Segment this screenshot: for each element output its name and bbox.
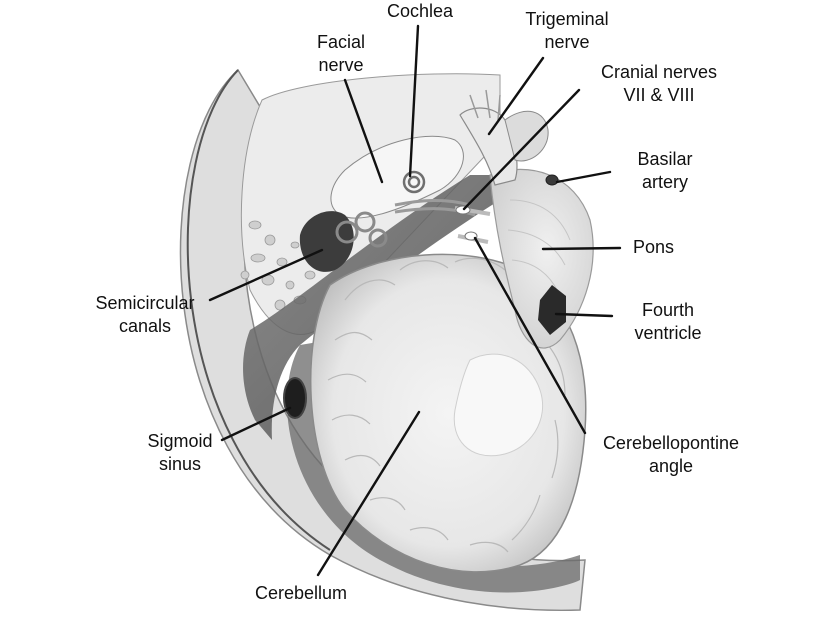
label-trigeminal-nerve-line-1: Trigeminal [525, 9, 609, 29]
label-cerebellopontine-angle: Cerebellopontine angle [585, 432, 757, 478]
leader-facial-nerve [343, 78, 384, 184]
cerebellar-folia [327, 257, 566, 553]
label-cranial-nerves-line-2: VII & VIII [623, 85, 695, 105]
label-cerebellum: Cerebellum [245, 582, 357, 605]
label-basilar-artery-line-2: artery [641, 172, 688, 192]
leader-cerebellum [316, 410, 421, 577]
label-basilar-artery-line-1: Basilar [637, 149, 693, 169]
sigmoid-sinus-shape [283, 377, 307, 419]
leader-sigmoid [220, 406, 292, 442]
semicircular-canals-shape [335, 211, 388, 248]
label-semicircular-canals-line-2: canals [118, 316, 172, 336]
leader-cerebellopontine [473, 236, 587, 435]
label-cochlea-line-1: Cochlea [386, 1, 454, 21]
label-semicircular-canals-line-1: Semicircular [95, 293, 195, 313]
label-cerebellum-line-1: Cerebellum [254, 583, 348, 603]
label-trigeminal-nerve: Trigeminal nerve [512, 8, 622, 54]
label-fourth-ventricle-line-2: ventricle [634, 323, 702, 343]
leader-lines [208, 24, 622, 577]
dural-band [243, 175, 500, 440]
label-pons: Pons [633, 236, 703, 259]
label-cerebellopontine-angle-line-1: Cerebellopontine [602, 433, 740, 453]
leader-cochlea [408, 24, 420, 178]
label-basilar-artery: Basilar artery [620, 148, 710, 194]
label-semicircular-canals: Semicircular canals [80, 292, 210, 338]
pons-shape [489, 168, 594, 349]
label-sigmoid-sinus-line-2: sinus [158, 454, 202, 474]
label-facial-nerve-line-2: nerve [318, 55, 364, 75]
leader-basilar [555, 170, 612, 184]
posterior-fossa-rim [286, 340, 580, 593]
cochlea-shape [402, 170, 426, 194]
leader-pons [541, 246, 622, 251]
arbor-vitae [453, 353, 544, 457]
trigeminal-ganglion [504, 110, 549, 162]
label-fourth-ventricle-line-1: Fourth [641, 300, 695, 320]
fourth-ventricle-shape [538, 285, 566, 335]
otic-capsule [330, 135, 464, 219]
label-facial-nerve-line-1: Facial [316, 32, 365, 52]
label-cerebellopontine-angle-line-2: angle [648, 456, 694, 476]
leader-semicircular [208, 248, 324, 302]
cerebellum-shape [309, 253, 587, 573]
leader-fourth-ventricle [554, 312, 614, 318]
label-sigmoid-sinus-line-1: Sigmoid [147, 431, 213, 451]
label-sigmoid-sinus: Sigmoid sinus [140, 430, 220, 476]
label-cochlea: Cochlea [380, 0, 460, 23]
basilar-artery-shape [545, 174, 559, 186]
label-fourth-ventricle: Fourth ventricle [620, 299, 716, 345]
label-cranial-nerves-line-1: Cranial nerves [600, 62, 718, 82]
label-trigeminal-nerve-line-2: nerve [544, 32, 590, 52]
label-cranial-nerves: Cranial nerves VII & VIII [580, 61, 738, 107]
label-pons-line-1: Pons [633, 237, 675, 257]
label-facial-nerve: Facial nerve [300, 31, 382, 77]
leader-trigeminal [487, 56, 545, 136]
leader-cranial-nerves [462, 88, 581, 211]
